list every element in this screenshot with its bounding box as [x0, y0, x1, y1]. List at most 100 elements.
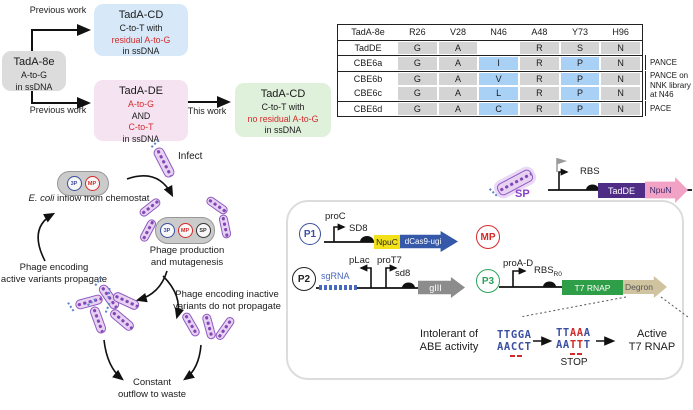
table-cell-highlight: P [560, 102, 600, 115]
inactive-variants-label: Phage encoding inactive variants do not … [166, 289, 288, 312]
stop-label: STOP [560, 357, 588, 368]
giii-gene-arrow: gIII [418, 277, 465, 298]
seq-bottom-strand: AATTT [556, 339, 591, 351]
table-cell: N [601, 72, 640, 85]
rbs-subscript: R0 [553, 270, 562, 278]
p3-plasmid-icon: P3 [476, 269, 500, 293]
table-cell: G [398, 41, 437, 54]
seq-part: T [583, 339, 591, 351]
annotation-text: at N46 [650, 90, 674, 100]
annotation-text: PACE [650, 103, 672, 113]
edit-site-underline [577, 353, 582, 355]
box-line: C-to-T with [261, 102, 305, 113]
ecoli-italic: E. coli [28, 193, 55, 204]
prot7-promoter-label: proT7 [377, 255, 402, 266]
flow-box-tadacd-prev: TadA-CD C-to-T with residual A-to-G in s… [94, 4, 188, 56]
annotation-text: PANCE on [650, 71, 689, 81]
mutagenesis-plasmid-icon: MP [177, 223, 193, 238]
label-line: active variants propagate [0, 273, 108, 285]
label-line: Phage encoding [19, 262, 89, 273]
seq-part-edited: AA [569, 327, 584, 339]
table-row-cbe6b: CBE6b G A V R P N [338, 70, 642, 87]
gene-label: NpuN [649, 185, 672, 195]
seq-bottom-strand: AACCT [497, 341, 532, 353]
table-cell: R [520, 41, 559, 54]
table-row-cbe6a: CBE6a G A I R P N [338, 55, 642, 71]
ecoli-cell-inflow: 3P MP [57, 171, 109, 196]
plasmids-icon: 3P [66, 176, 82, 191]
seq-part-edited: TT [569, 339, 584, 351]
box-line-red: C-to-T [128, 122, 154, 133]
box-line: in ssDNA [264, 125, 302, 136]
annotation-text: PANCE [650, 57, 677, 67]
box-line-red: residual A-to-G [111, 34, 171, 45]
active-t7-label: Active T7 RNAP [622, 328, 682, 355]
ecoli-inflow-label: E. coli inflow from chemostat [22, 193, 156, 205]
table-cell-highlight: V [479, 72, 518, 85]
phage-production-label: Phage production and mutagenesis [144, 245, 230, 268]
table-cell: G [398, 72, 437, 85]
promoter-arrows [333, 168, 569, 288]
seq-part: AA [556, 339, 570, 351]
tadde-gene: TadDE [598, 183, 645, 198]
sequence-before: TTGGA AACCT [497, 329, 532, 353]
dcas9-ugi-gene-arrow: dCas9-ugi [400, 231, 458, 252]
table-cell-highlight: C [479, 102, 518, 115]
row-name: CBE6a [353, 58, 383, 68]
variant-table: TadA-8e R26 V28 N46 A48 Y73 H96 TadDE G … [337, 24, 643, 117]
table-cell: S [560, 41, 600, 54]
box-line: A-to-G [21, 70, 47, 81]
edit-site-underline [517, 355, 522, 357]
rbs-r0-label: RBSR0 [534, 265, 562, 279]
table-header-row: TadA-8e R26 V28 N46 A48 Y73 H96 [338, 25, 642, 40]
table-cell: G [398, 87, 437, 100]
cycle-arrows [37, 175, 202, 381]
plac-promoter-label: pLac [349, 255, 370, 266]
seq-top-strand: TTGGA [497, 329, 532, 341]
seq-part: A [583, 327, 591, 339]
label-line: outflow to waste [117, 388, 187, 400]
table-cell: A [438, 72, 478, 85]
box-line: C-to-T with [119, 23, 163, 34]
edit-site-underline [510, 355, 515, 357]
table-cell-highlight: L [479, 87, 518, 100]
table-header: TadA-8e [351, 27, 385, 37]
sd8-lower-rbs-label: sd8 [395, 268, 411, 279]
table-cell: N [601, 41, 640, 54]
box-title: TadA-CD [260, 88, 306, 100]
flow-box-tada8e: TadA-8e A-to-G in ssDNA [2, 51, 66, 92]
waste-label: Constant outflow to waste [112, 377, 192, 400]
box-line: AND [131, 110, 151, 121]
label-line: Intolerant of [419, 328, 479, 340]
annotation-pace: PACE [645, 101, 671, 116]
table-cell-highlight: P [560, 57, 600, 70]
infect-label: Infect [178, 151, 203, 162]
box-title: TadA-8e [13, 56, 55, 68]
rbs-text: RBS [534, 265, 554, 276]
table-cell: R [520, 102, 559, 115]
flow-box-tadade: TadA-DE A-to-G AND C-to-T in ssDNA [94, 80, 188, 144]
table-header: A48 [531, 27, 548, 37]
prev-work-bottom-label: Previous work [29, 105, 87, 115]
table-cell-highlight: I [479, 57, 518, 70]
sp-label: SP [515, 188, 530, 200]
table-cell: N [601, 102, 640, 115]
box-title: TadA-CD [118, 9, 164, 21]
sd8-rbs-label: SD8 [349, 223, 368, 234]
table-row-cbe6c: CBE6c G A L R P N [338, 86, 642, 101]
plasmids-icon: 3P [159, 223, 175, 238]
table-cell: A [438, 87, 478, 100]
degron-gene-arrow: Degron [623, 276, 667, 298]
table-header: N46 [490, 27, 507, 37]
gene-label: Degron [625, 282, 653, 292]
sgrna-segment [319, 285, 357, 290]
table-header: V28 [449, 27, 466, 37]
table-header: H96 [612, 27, 629, 37]
table-cell: N [601, 87, 640, 100]
box-line: in ssDNA [15, 81, 53, 92]
annotation-pance: PANCE [645, 55, 677, 70]
npuc-gene: NpuC [374, 235, 400, 249]
seq-top-strand: TTAAA [556, 327, 591, 339]
sequence-after: TTAAA AATTT [556, 327, 591, 351]
